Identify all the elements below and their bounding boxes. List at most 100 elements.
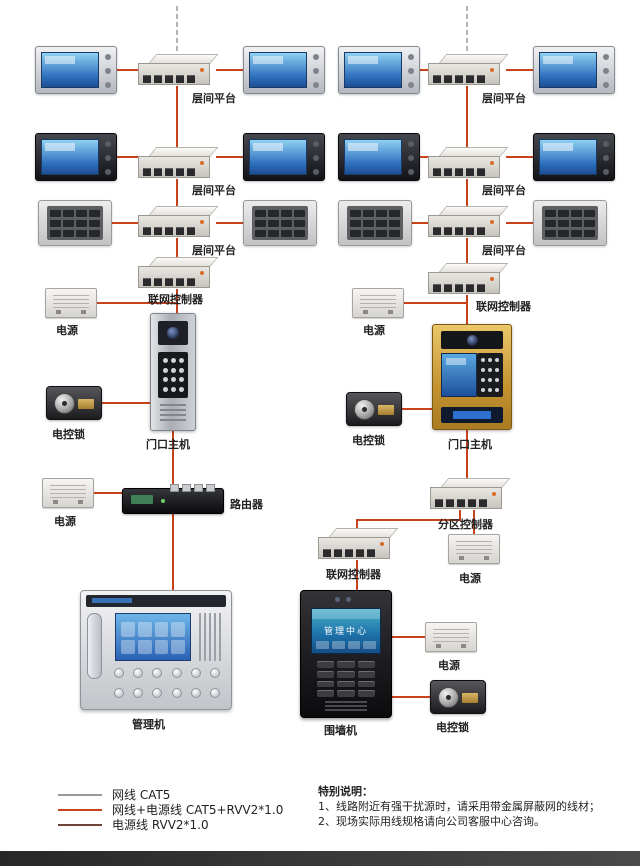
- console-status-band: [86, 595, 226, 607]
- indoor-monitor: [243, 46, 325, 94]
- router-label-tag: [131, 495, 153, 504]
- door-station-label: 门口主机: [146, 438, 190, 451]
- floor-platform-label: 层间平台: [192, 92, 236, 105]
- legend-item-cat5: 网线 CAT5: [58, 786, 170, 803]
- audio-intercom-unit: [338, 200, 412, 246]
- door-card-reader: [441, 407, 503, 423]
- indoor-monitor: [35, 133, 117, 181]
- zone-controller: [430, 478, 511, 510]
- indoor-monitor: [243, 133, 325, 181]
- door-screen: [441, 353, 477, 397]
- hub-ports: [143, 278, 195, 286]
- monitor-buttons: [406, 141, 415, 175]
- monitor-buttons: [601, 141, 610, 175]
- legend-line-power: [58, 823, 102, 826]
- monitor-screen: [344, 52, 402, 88]
- hub-ports: [433, 227, 485, 235]
- door-station-silver: [150, 313, 196, 431]
- power-supply-label: 电源: [54, 515, 76, 528]
- door-speaker: [160, 404, 186, 422]
- legend-item-cat5-power: 网线+电源线 CAT5+RVV2*1.0: [58, 801, 283, 818]
- monitor-buttons: [406, 54, 415, 88]
- network-controller: [428, 263, 509, 295]
- monitor-buttons: [311, 141, 320, 175]
- hub-ports: [143, 227, 195, 235]
- monitor-screen: [41, 52, 99, 88]
- hub-ports: [433, 75, 485, 83]
- hub-ports: [433, 168, 485, 176]
- legend-line-cat5-power: [58, 808, 102, 811]
- legend-line-cat5: [58, 793, 102, 796]
- power-supply-label: 电源: [56, 324, 78, 337]
- router-led: [161, 499, 165, 503]
- notes-title: 特别说明：: [318, 785, 373, 798]
- special-notes: 特别说明： 1、线路附近有强干扰源时，请采用带金属屏蔽网的线材； 2、现场实际用…: [318, 784, 600, 829]
- door-camera: [158, 321, 188, 345]
- monitor-buttons: [103, 141, 112, 175]
- console-buttons: [111, 665, 223, 701]
- indoor-monitor: [533, 46, 615, 94]
- door-station-gold: [432, 324, 512, 430]
- floor-platform-label: 层间平台: [482, 184, 526, 197]
- hub-ports: [435, 499, 487, 507]
- monitor-screen: [249, 139, 307, 175]
- wall-station: 管理中心: [300, 590, 392, 718]
- router-ports: [170, 484, 215, 492]
- monitor-screen: [539, 52, 597, 88]
- power-supply: [352, 288, 404, 318]
- wall-speaker: [325, 701, 367, 711]
- audio-intercom-unit: [38, 200, 112, 246]
- console-speaker-grille: [199, 613, 223, 661]
- console-handset: [87, 613, 102, 679]
- hub-led: [492, 492, 496, 496]
- hub-ports: [323, 549, 375, 557]
- power-supply: [45, 288, 97, 318]
- power-supply-label: 电源: [459, 572, 481, 585]
- hub-ports: [143, 75, 195, 83]
- notes-line-2: 2、现场实际用线规格请向公司客服中心咨询。: [318, 815, 545, 828]
- monitor-buttons: [601, 54, 610, 88]
- door-camera: [441, 331, 503, 349]
- electric-lock: [346, 392, 402, 426]
- hub-led: [200, 271, 204, 275]
- power-supply-label: 电源: [438, 659, 460, 672]
- hub-led: [200, 68, 204, 72]
- floor-platform-hub: [138, 54, 219, 86]
- power-supply-label: 电源: [363, 324, 385, 337]
- monitor-screen: [41, 139, 99, 175]
- wall-keypad: [317, 661, 375, 697]
- electric-lock-label: 电控锁: [52, 428, 85, 441]
- zone-controller-label: 分区控制器: [438, 518, 493, 531]
- hub-ports: [433, 284, 485, 292]
- monitor-screen: [539, 139, 597, 175]
- wall-machine-label: 围墙机: [324, 724, 357, 737]
- keypad-grid: [347, 206, 403, 240]
- legend-label: 网线+电源线 CAT5+RVV2*1.0: [112, 803, 284, 817]
- power-supply: [448, 534, 500, 564]
- monitor-buttons: [103, 54, 112, 88]
- floor-platform-hub: [428, 206, 509, 238]
- monitor-screen: [249, 52, 307, 88]
- keypad-grid: [252, 206, 308, 240]
- floor-platform-label: 层间平台: [192, 184, 236, 197]
- hub-led: [490, 161, 494, 165]
- floor-platform-hub: [138, 147, 219, 179]
- door-keypad: [477, 353, 503, 397]
- monitor-screen: [344, 139, 402, 175]
- legend-label: 电源线 RVV2*1.0: [112, 818, 209, 832]
- door-station-label: 门口主机: [448, 438, 492, 451]
- audio-intercom-unit: [533, 200, 607, 246]
- legend-item-power-line: 电源线 RVV2*1.0: [58, 816, 209, 833]
- console-screen: [115, 613, 191, 661]
- network-controller: [138, 257, 219, 289]
- monitor-buttons: [311, 54, 320, 88]
- hub-led: [200, 220, 204, 224]
- network-controller: [318, 528, 399, 560]
- management-machine-label: 管理机: [132, 718, 165, 731]
- floor-platform-label: 层间平台: [482, 244, 526, 257]
- router-label: 路由器: [230, 498, 263, 511]
- hub-ports: [143, 168, 195, 176]
- legend-label: 网线 CAT5: [112, 788, 171, 802]
